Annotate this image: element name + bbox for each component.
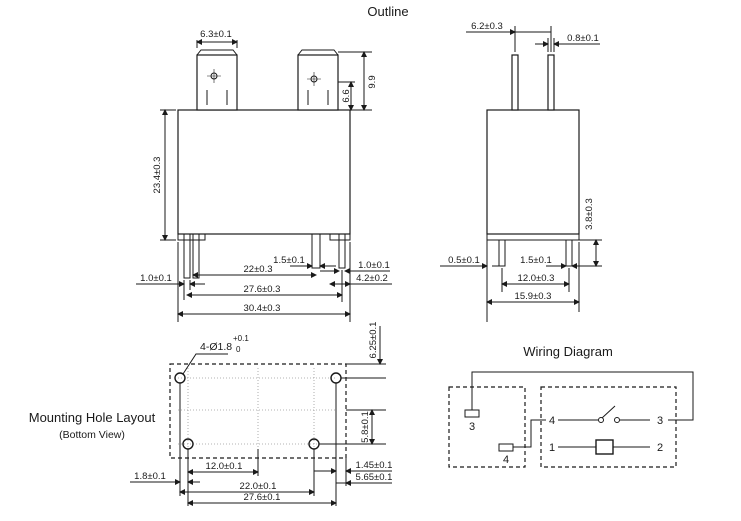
dim-6-25: 6.25±0.1 bbox=[368, 322, 379, 359]
dim-6-2: 6.2±0.3 bbox=[471, 21, 503, 32]
pin-4-left-label: 4 bbox=[503, 454, 509, 466]
dim-0-5: 0.5±0.1 bbox=[448, 255, 480, 266]
dim-1-5-side: 1.5±0.1 bbox=[520, 255, 552, 266]
mount-hole-1 bbox=[174, 372, 186, 384]
dim-4-2: 4.2±0.2 bbox=[356, 273, 388, 284]
pin-4-label: 4 bbox=[549, 415, 555, 427]
contact-fixed bbox=[614, 417, 620, 423]
pin-front-3 bbox=[311, 234, 321, 269]
dim-23-4: 23.4±0.3 bbox=[152, 157, 163, 194]
dim-0-8: 0.8±0.1 bbox=[567, 33, 599, 44]
relay-body-side bbox=[486, 109, 580, 235]
dim-6-3: 6.3±0.1 bbox=[200, 29, 232, 40]
pin-1-label: 1 bbox=[549, 442, 555, 454]
contact-blade bbox=[601, 405, 616, 419]
mount-hole-2 bbox=[330, 372, 342, 384]
hole-tol-plus: +0.1 bbox=[233, 334, 249, 343]
wire-loop bbox=[471, 371, 694, 421]
terminal-3-left bbox=[464, 409, 480, 418]
dim-1-8: 1.8±0.1 bbox=[134, 471, 166, 482]
dim-22-0: 22.0±0.1 bbox=[240, 481, 277, 492]
dim-30-4: 30.4±0.3 bbox=[244, 303, 281, 314]
front-view: 6.3±0.1 9.9 6.6 23.4±0.3 1.0±0.1 1.5±0.1… bbox=[136, 29, 392, 322]
dim-1-45: 1.45±0.1 bbox=[356, 460, 393, 471]
wiring-diagram-title: Wiring Diagram bbox=[523, 344, 613, 359]
hole-diameter-label: 4-Ø1.8 bbox=[200, 341, 232, 353]
wiring-right-box bbox=[540, 386, 677, 468]
pin-3-left-label: 3 bbox=[469, 421, 475, 433]
dim-22: 22±0.3 bbox=[244, 264, 273, 275]
outline-title: Outline bbox=[367, 4, 408, 19]
contact-open bbox=[598, 417, 604, 423]
dim-27-6-mount: 27.6±0.1 bbox=[244, 492, 281, 503]
pin-front-2 bbox=[192, 234, 200, 279]
dim-12-0-mount: 12.0±0.1 bbox=[206, 461, 243, 472]
dim-1-5-front: 1.5±0.1 bbox=[273, 255, 305, 266]
dim-12-0-side: 12.0±0.3 bbox=[518, 273, 555, 284]
terminal-4-left bbox=[498, 443, 514, 452]
pin-2-label: 2 bbox=[657, 442, 663, 454]
mounting-hole-subtitle: (Bottom View) bbox=[59, 429, 125, 441]
dim-1-0-right: 1.0±0.1 bbox=[358, 260, 390, 271]
dim-5-65: 5.65±0.1 bbox=[356, 472, 393, 483]
dim-27-6: 27.6±0.3 bbox=[244, 284, 281, 295]
dim-3-8: 3.8±0.3 bbox=[584, 198, 595, 230]
pin-front-4 bbox=[338, 234, 346, 269]
terminal-tab-right bbox=[297, 54, 339, 111]
dim-5-8: 5.8±0.1 bbox=[360, 411, 371, 443]
pin-3-label: 3 bbox=[657, 415, 663, 427]
relay-body-front bbox=[177, 109, 351, 235]
pin-front-1 bbox=[183, 234, 191, 279]
side-tab-left bbox=[511, 54, 519, 111]
mounting-hole-title: Mounting Hole Layout bbox=[29, 410, 156, 425]
dim-15-9: 15.9±0.3 bbox=[515, 291, 552, 302]
terminal-tab-left bbox=[196, 54, 238, 111]
wiring-left-box bbox=[448, 386, 526, 468]
dim-6-6: 6.6 bbox=[341, 89, 352, 102]
coil-symbol bbox=[595, 439, 614, 455]
side-view: 6.2±0.3 0.8±0.1 3.8±0.3 0.5±0.1 1.5±0.1 … bbox=[440, 21, 602, 322]
wiring-diagram: 3 4 4 3 1 2 bbox=[448, 371, 694, 468]
side-tab-right bbox=[547, 54, 555, 111]
dim-1-0-left: 1.0±0.1 bbox=[140, 273, 172, 284]
mounting-hole-layout: 4-Ø1.8 +0.1 0 6.25±0.1 5.8±0.1 12.0±0.1 … bbox=[130, 322, 392, 506]
dim-9-9: 9.9 bbox=[367, 75, 378, 88]
hole-tol-zero: 0 bbox=[236, 345, 241, 354]
